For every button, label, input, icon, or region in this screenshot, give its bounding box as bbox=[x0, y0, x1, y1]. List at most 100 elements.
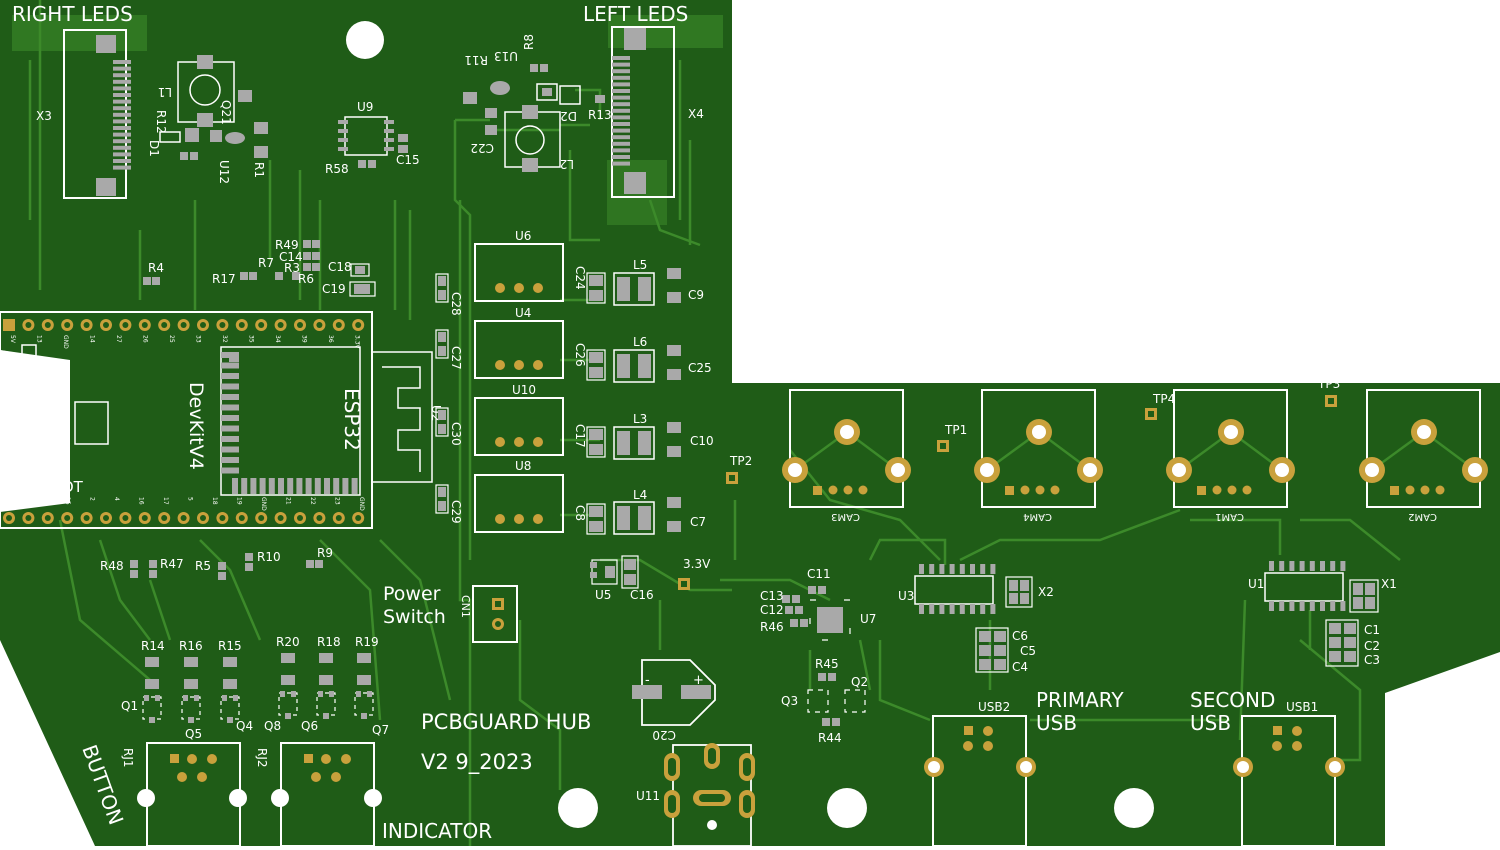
camera-pin bbox=[1420, 485, 1430, 495]
ref-r10: R10 bbox=[257, 550, 281, 564]
transistor-stage bbox=[354, 653, 374, 719]
ref-rj2: RJ2 bbox=[255, 748, 269, 768]
camera-hole bbox=[1172, 463, 1186, 477]
buck-stage: L5 C24 C9 L6 C26 C25 L3 C17 C10 bbox=[573, 258, 714, 535]
led-pin bbox=[612, 141, 630, 146]
ref-usb2: USB2 bbox=[978, 700, 1010, 714]
ref-r1: R1 bbox=[252, 162, 266, 178]
led-pin bbox=[113, 93, 131, 97]
camera-pin bbox=[1435, 485, 1445, 495]
camera-label: CAM4 bbox=[1023, 511, 1052, 522]
resistor-pad bbox=[281, 653, 295, 663]
header-pin-hole bbox=[161, 515, 168, 521]
ic-pad bbox=[939, 564, 945, 574]
ref-u12: U12 bbox=[217, 160, 231, 184]
transistor-pad bbox=[227, 717, 233, 723]
module-pad bbox=[287, 478, 294, 494]
ref-c6: C6 bbox=[1012, 629, 1028, 643]
ref-r9: R9 bbox=[317, 546, 333, 560]
right-leds-connector[interactable]: RIGHT LEDS X3 bbox=[12, 2, 147, 199]
module-pad bbox=[324, 478, 330, 494]
inductor-l6: L6 C26 C25 bbox=[573, 335, 712, 383]
ref-r18: R18 bbox=[317, 635, 341, 649]
camera-label: CAM2 bbox=[1408, 511, 1437, 522]
ref-c9: C9 bbox=[688, 288, 704, 302]
ref-x2: X2 bbox=[1038, 585, 1054, 599]
module-pad bbox=[221, 446, 239, 453]
regulator-u8: U8 bbox=[474, 459, 564, 533]
barrel-jack-u11[interactable]: U11 bbox=[636, 743, 755, 847]
left-leds-connector[interactable]: LEFT LEDS X4 bbox=[583, 2, 723, 225]
ic-pad bbox=[1340, 601, 1346, 611]
ref-u13: U13 bbox=[494, 49, 518, 63]
module-pad bbox=[268, 478, 275, 494]
ref-r12: R12 bbox=[154, 110, 168, 134]
transistor-stage bbox=[316, 653, 336, 719]
u9-pads bbox=[338, 120, 394, 151]
module-pad bbox=[221, 415, 239, 421]
rj-connector-rj2[interactable]: RJ2 INDICATOR bbox=[255, 742, 492, 847]
camera-connector: CAM1 bbox=[1166, 389, 1295, 522]
header-pin-hole bbox=[44, 322, 51, 328]
header-pin-hole bbox=[316, 322, 323, 328]
camera-connector: CAM3 bbox=[782, 389, 911, 522]
camera-pin bbox=[1005, 486, 1014, 495]
led-pin bbox=[612, 82, 630, 87]
ref-r47: R47 bbox=[160, 557, 184, 571]
ref-u7: U7 bbox=[860, 612, 876, 626]
module-pad bbox=[296, 478, 303, 494]
ref-l3: L3 bbox=[633, 412, 647, 426]
ic-pad bbox=[384, 129, 394, 133]
ref-u11: U11 bbox=[636, 789, 660, 803]
ref-q1: Q1 bbox=[121, 699, 138, 713]
test-point-tp2: TP2 bbox=[726, 454, 752, 484]
header-pin-hole bbox=[103, 322, 109, 328]
header-pin-hole bbox=[64, 515, 71, 521]
camera-pin bbox=[1242, 485, 1252, 495]
ic-pad bbox=[338, 147, 348, 151]
esp-top-pin-row bbox=[3, 319, 365, 331]
right-leds-pins bbox=[113, 60, 131, 170]
regulator-u10: U10 bbox=[474, 383, 564, 456]
led-pin bbox=[612, 122, 630, 126]
ref-c1: C1 bbox=[1364, 623, 1380, 637]
led-pin bbox=[113, 139, 131, 144]
transistor-pad bbox=[361, 713, 367, 719]
ref-q4: Q4 bbox=[236, 719, 253, 733]
ref-c14: C14 bbox=[279, 250, 303, 264]
ref-c20: C20 bbox=[652, 728, 676, 742]
copper-traces bbox=[28, 0, 1401, 846]
transistor-pad bbox=[280, 691, 285, 697]
led-pin bbox=[612, 89, 630, 93]
ref-r49: R49 bbox=[275, 238, 299, 252]
led-pin bbox=[113, 106, 131, 111]
header-pin-hole bbox=[238, 322, 245, 328]
led-pin bbox=[612, 108, 630, 113]
camera-pin bbox=[1050, 485, 1060, 495]
led-pin bbox=[113, 165, 131, 170]
mounting-hole bbox=[558, 788, 598, 828]
ic-pad bbox=[980, 604, 986, 614]
left-leds-pins bbox=[612, 56, 630, 166]
esp-pin-label: 21 bbox=[285, 497, 292, 505]
header-pin-hole bbox=[219, 515, 226, 521]
header-pin-hole bbox=[277, 322, 284, 328]
led-pin bbox=[113, 159, 131, 163]
ref-l2: L2 bbox=[560, 157, 574, 171]
ref-r6: R6 bbox=[298, 272, 314, 286]
resistor-pad bbox=[357, 675, 371, 685]
power-switch-label-2: Switch bbox=[383, 606, 446, 628]
esp-pin-label: 3.3V bbox=[354, 335, 361, 350]
power-switch-cn1[interactable]: Power Switch CN1 bbox=[383, 583, 518, 643]
usb-port-usb1[interactable]: USB1 SECOND USB bbox=[1190, 688, 1345, 847]
module-pad bbox=[221, 457, 239, 463]
ref-tp4: TP4 bbox=[1152, 392, 1175, 406]
esp-module-bottom-pads bbox=[232, 478, 358, 494]
camera-outline bbox=[981, 389, 1096, 508]
ic-pad bbox=[384, 120, 394, 124]
transistor-stage bbox=[220, 657, 240, 723]
module-pad bbox=[342, 478, 349, 494]
